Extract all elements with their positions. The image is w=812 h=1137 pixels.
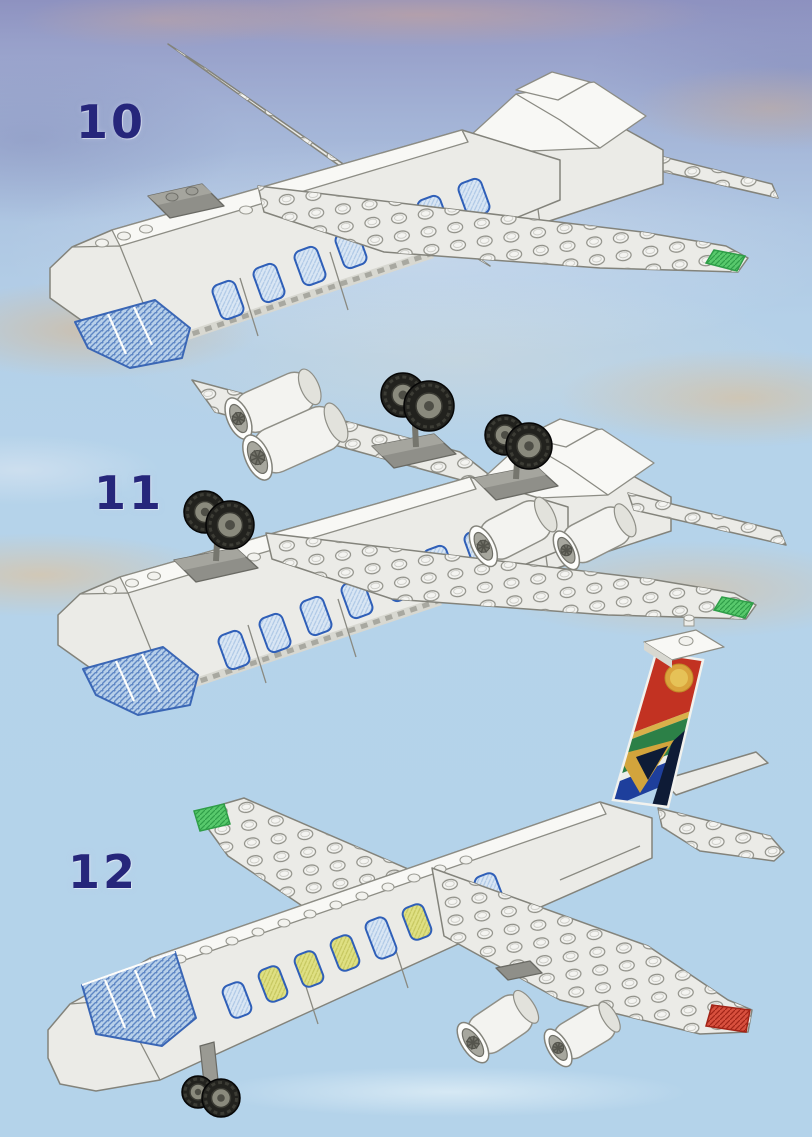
tail-horizontal-stabilizer (627, 492, 787, 546)
landing-gear-assembly (173, 490, 259, 583)
step-number-10: 10 (76, 95, 147, 149)
cockpit-glass (82, 646, 199, 716)
airplane-render-step-10 (49, 43, 779, 369)
wingtip-light-green (704, 249, 747, 272)
engine-pod (456, 989, 540, 1064)
step-number-11: 11 (94, 466, 165, 520)
step-number-12: 12 (68, 845, 139, 899)
right-wing (431, 867, 753, 1035)
engine-pod (552, 503, 637, 571)
landing-gear-assembly (473, 414, 559, 501)
front-landing-gear (181, 1041, 241, 1118)
cockpit-glass (74, 299, 191, 369)
right-wing (265, 532, 757, 620)
engine-pod (242, 402, 349, 481)
fuselage (49, 129, 561, 348)
cockpit-glass (81, 950, 197, 1047)
airplane-render-step-12 (47, 614, 785, 1118)
wingtip-light-green (712, 596, 755, 619)
airplane-render-step-11 (57, 368, 787, 716)
roof-plate (147, 183, 225, 219)
landing-gear-assembly (371, 372, 457, 469)
right-wing (257, 185, 749, 273)
wing-plate (495, 960, 543, 981)
engine-pod (468, 496, 558, 568)
tail-horizontal-stabilizer (657, 807, 785, 862)
engine-pod (543, 1001, 621, 1068)
wingtip-light-green (193, 803, 231, 832)
engine-pod (224, 368, 322, 440)
wingtip-light-red (705, 1004, 751, 1033)
tail-fin-top-plate (643, 614, 725, 668)
